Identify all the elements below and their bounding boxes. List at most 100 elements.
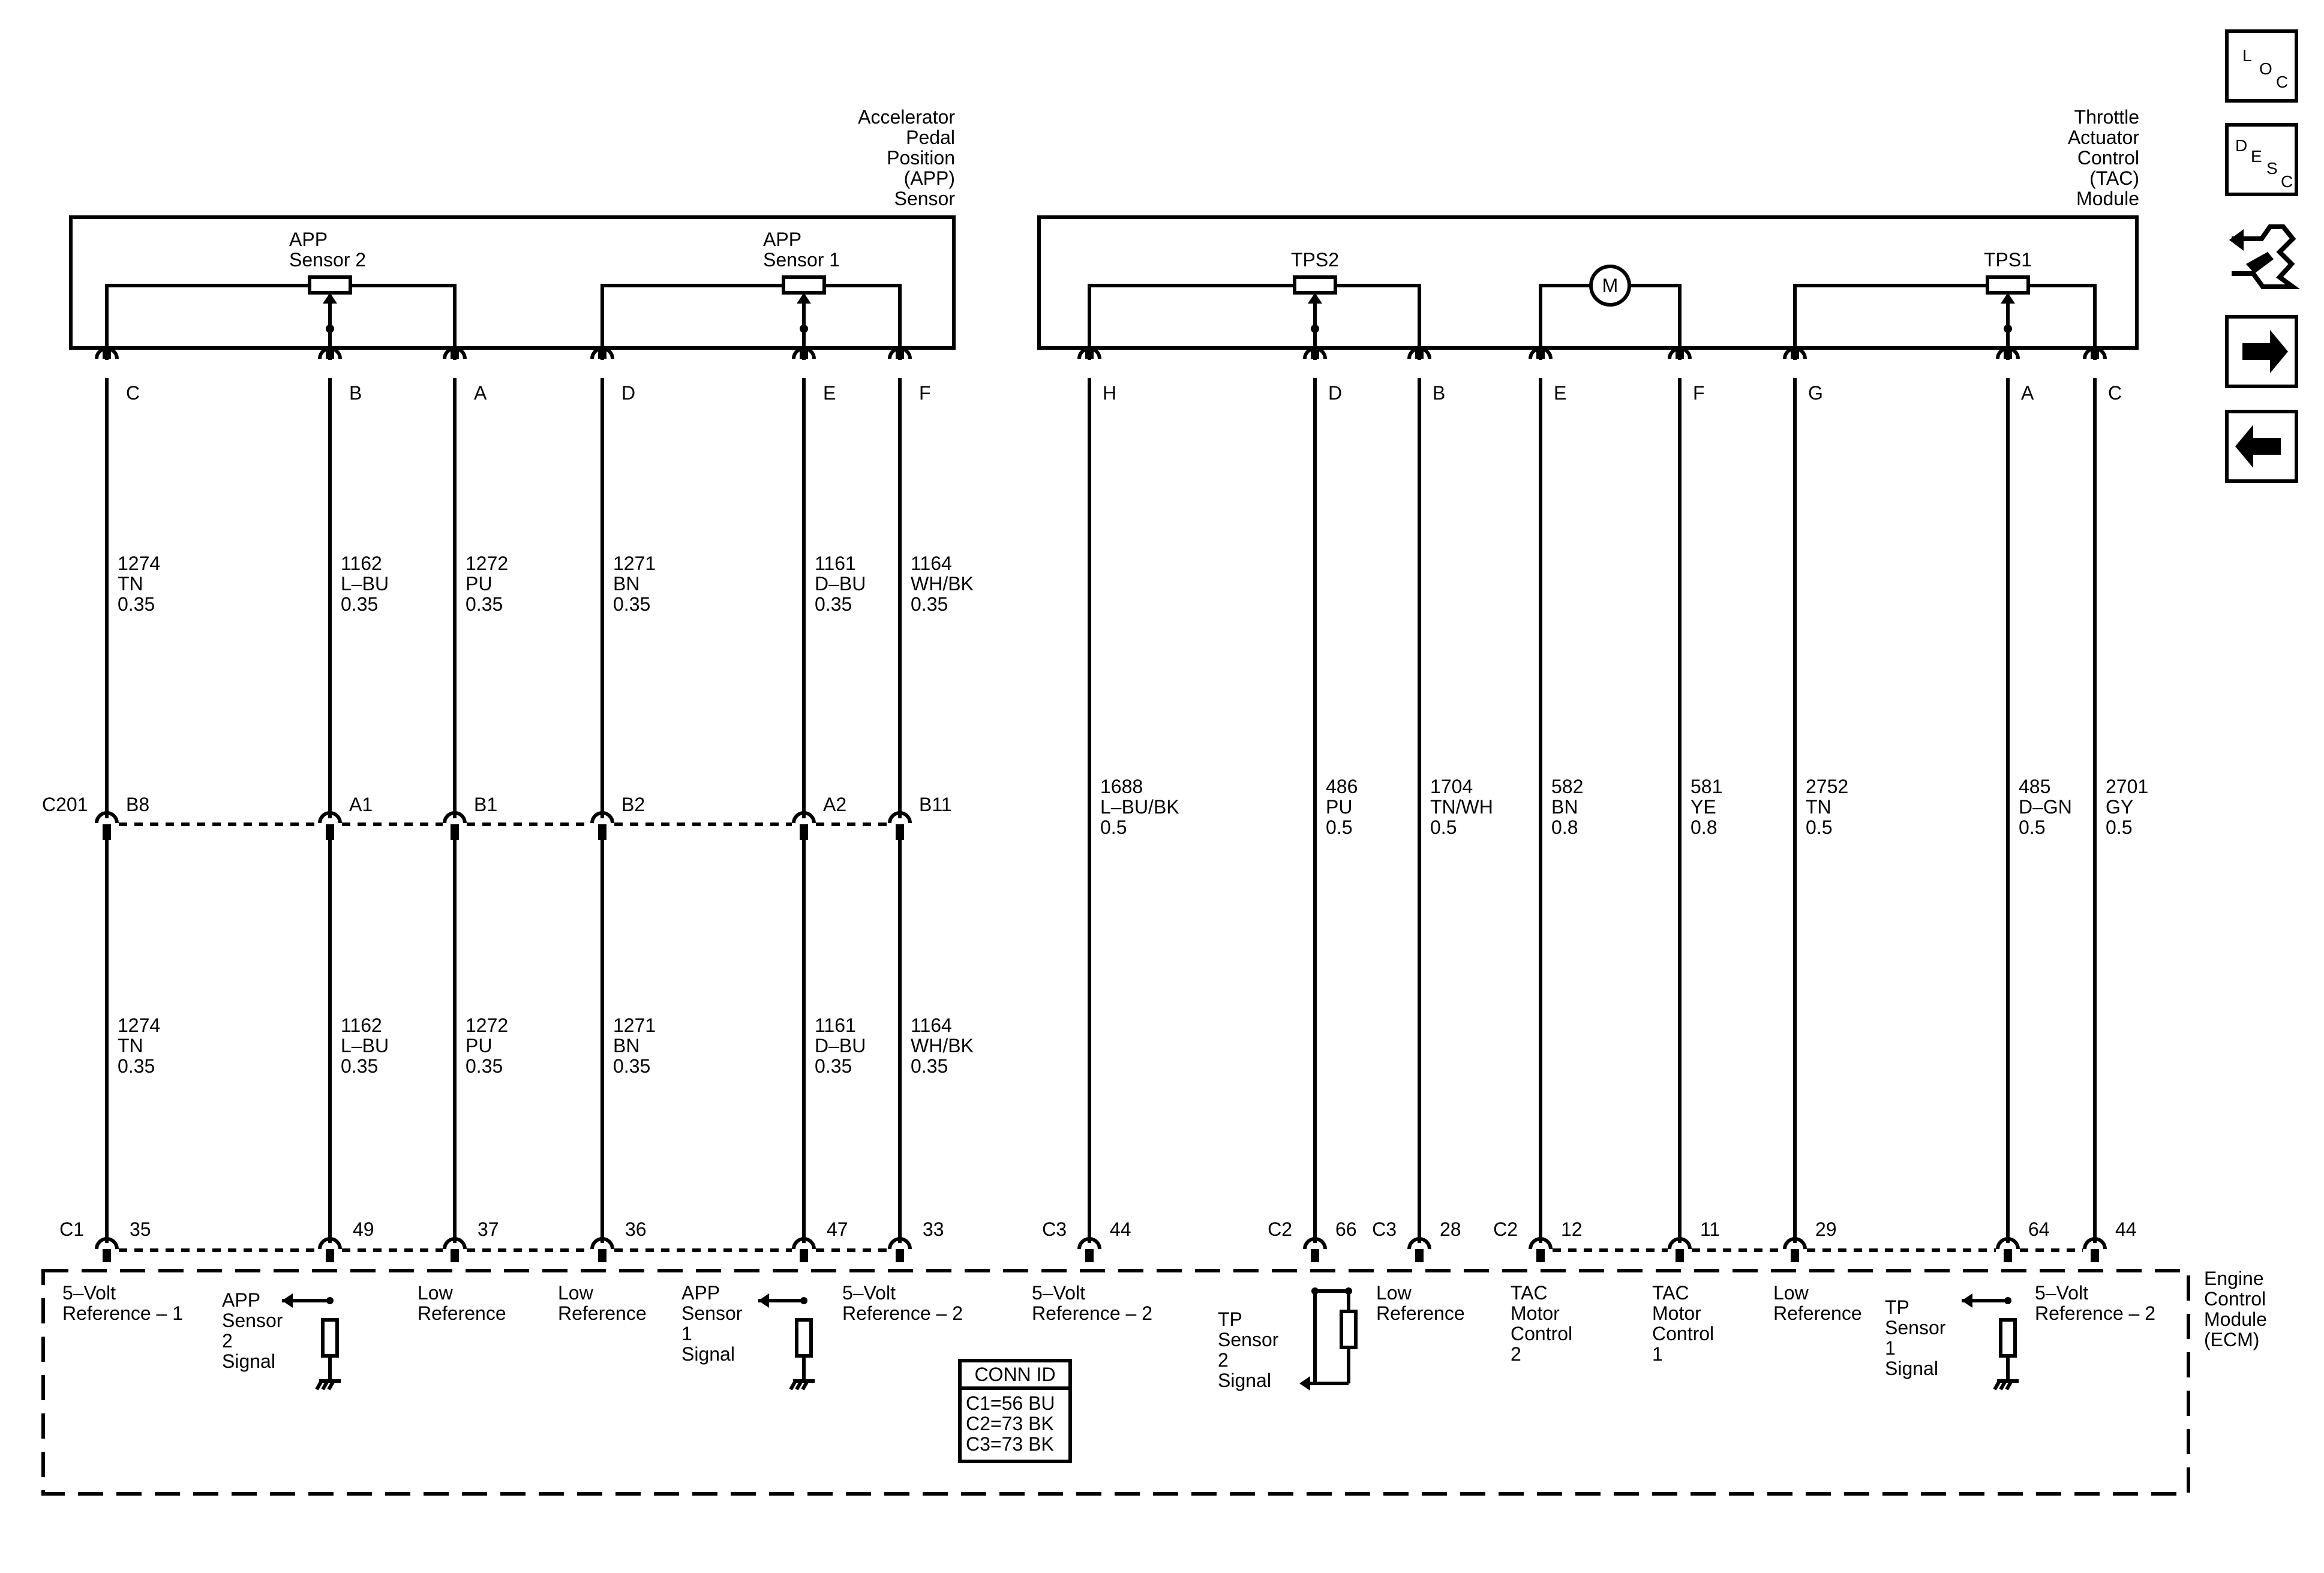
loc-letter: O	[2259, 59, 2272, 78]
node-dot	[326, 325, 334, 333]
tps2-trace	[1088, 284, 1421, 360]
ground-icon	[315, 1380, 323, 1391]
ecm-function-label: Reference	[418, 1302, 506, 1324]
terminal-label: G	[1808, 382, 1823, 404]
ecm-function-label: 5–Volt	[842, 1282, 896, 1304]
wire-spec: 1164	[911, 1014, 952, 1036]
conn-id-row: C3=73 BK	[966, 1433, 1054, 1455]
tps1-trace	[1793, 284, 2097, 360]
connector-terminal	[1407, 1237, 1431, 1250]
terminal-label: E	[823, 382, 836, 404]
tac-module-title: Control	[2077, 147, 2139, 169]
ecm-function-label: Signal	[1885, 1358, 1938, 1379]
ecm-function-label: 2	[1511, 1343, 1521, 1365]
tac-module-title: Throttle	[2074, 106, 2139, 128]
app-sensor1-arrow	[797, 293, 811, 304]
wire-spec: 0.35	[911, 1055, 948, 1077]
ecm-connector-label: C3	[1042, 1218, 1067, 1240]
tps2-arrow	[1308, 293, 1322, 304]
app-sensor2-label: Sensor 2	[289, 249, 366, 271]
ecm-connector-label: C3	[1372, 1218, 1397, 1240]
loc-letter: L	[2242, 46, 2252, 65]
ecm-function-label: Low	[1773, 1282, 1809, 1304]
wire-spec: 1271	[613, 553, 656, 574]
wire-spec: D–BU	[815, 1035, 866, 1056]
connector-pin	[598, 1249, 606, 1262]
connector-terminal	[1529, 1237, 1553, 1250]
wire-spec: BN	[613, 573, 639, 595]
wire-spec: 1274	[118, 553, 160, 574]
connector-pin	[103, 347, 111, 359]
wire-spec: L–BU/BK	[1100, 796, 1179, 818]
wire-spec: 2752	[1806, 776, 1848, 797]
ground-icon	[795, 1380, 803, 1391]
app-sensor1-resistor	[782, 275, 826, 295]
app-sensor2-trace	[105, 284, 457, 360]
wire-spec: 0.35	[815, 593, 852, 615]
wire-spec: WH/BK	[911, 573, 974, 595]
ecm-tp2-resistor	[1340, 1310, 1358, 1349]
connector-terminal	[95, 1237, 119, 1250]
connector-pin	[1085, 1249, 1094, 1262]
connector-pin	[1536, 1249, 1545, 1262]
wire-spec: 0.35	[613, 1055, 650, 1077]
connector-harness-icon[interactable]	[2229, 224, 2301, 289]
wire-spec: 0.35	[118, 1055, 155, 1077]
wire-spec: GY	[2106, 796, 2133, 818]
connector-pin	[1415, 1249, 1424, 1262]
tac-module-title: (TAC)	[2089, 167, 2139, 189]
wire-spec: 0.35	[341, 593, 378, 615]
app-sensor-title: Pedal	[906, 127, 955, 148]
ecm-tp1-input-arrow	[1962, 1293, 1972, 1308]
ecm-function-label: TP	[1218, 1308, 1242, 1330]
c201-cavity-label: B8	[126, 794, 149, 815]
wire-spec: 1688	[1100, 776, 1143, 797]
wire-spec: 0.8	[1551, 816, 1578, 838]
tps1-arrow	[2001, 293, 2015, 304]
wire-spec: PU	[466, 573, 492, 595]
tac-module-title: Module	[2076, 188, 2139, 209]
wire-spec: D–GN	[2019, 796, 2072, 818]
wire-spec: 0.35	[466, 1055, 503, 1077]
tps1-resistor	[1986, 275, 2030, 295]
wire-spec: 1162	[341, 553, 382, 574]
ecm-connector-label: C2	[1493, 1218, 1518, 1240]
app-sensor-title: Sensor	[894, 188, 956, 209]
conn-id-header: CONN ID	[974, 1364, 1055, 1385]
ecm-function-label: TAC	[1652, 1282, 1689, 1304]
connector-pin	[800, 1249, 808, 1262]
connector-terminal	[1996, 1237, 2020, 1250]
next-button[interactable]	[2225, 315, 2298, 388]
wire-spec: 1162	[341, 1014, 382, 1036]
connector-harness-outline	[2232, 224, 2301, 289]
wire-spec: 1272	[466, 1014, 508, 1036]
connector-pin	[598, 824, 606, 840]
node-dot	[1311, 325, 1319, 333]
c201-cavity-label: B2	[621, 794, 645, 815]
ecm-title: Module	[2204, 1308, 2267, 1330]
connector-terminal	[443, 811, 467, 824]
connector-terminal	[318, 1237, 342, 1250]
previous-button[interactable]	[2225, 410, 2298, 483]
ecm-pin-label: 44	[1110, 1218, 1131, 1240]
wire-spec: 582	[1551, 776, 1583, 797]
connector-harness-arrow	[2229, 229, 2244, 251]
wire-spec: TN/WH	[1430, 796, 1493, 818]
ecm-function-label: Reference – 2	[1032, 1302, 1152, 1324]
ecm-function-label: Low	[1376, 1282, 1412, 1304]
ecm-app1-input-arrow	[758, 1293, 769, 1308]
motor-trace	[1629, 284, 1682, 360]
wire-spec: TN	[118, 1035, 143, 1056]
ecm-pin-label: 11	[1700, 1218, 1720, 1240]
loc-button[interactable]: LOC	[2225, 29, 2298, 103]
connector-terminal	[1077, 1237, 1101, 1250]
connector-harness-plug	[2246, 252, 2274, 274]
ecm-box	[41, 1269, 2190, 1496]
ground-icon	[2005, 1380, 2013, 1391]
app-sensor2-resistor	[308, 275, 352, 295]
wire-spec: 581	[1691, 776, 1722, 797]
terminal-label: A	[474, 382, 487, 404]
wire-spec: BN	[1551, 796, 1578, 818]
connector-pin	[451, 347, 459, 359]
